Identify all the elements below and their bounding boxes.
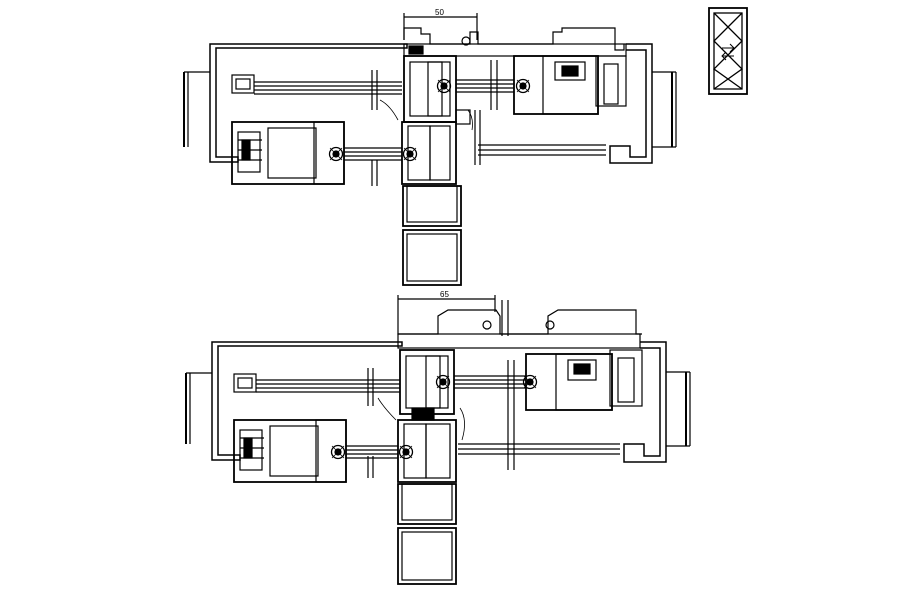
- interlock-mullion-upper: [403, 55, 457, 123]
- dimension-label-lower: 65: [440, 290, 449, 299]
- dimension-line-upper: 50: [403, 8, 478, 40]
- outer-frame-left-lower: [211, 341, 403, 461]
- dimension-label-upper: 50: [435, 8, 444, 17]
- upper-section: 50: [183, 8, 677, 286]
- lower-section: 65: [185, 290, 691, 585]
- outer-frame-left: [209, 43, 408, 163]
- dimension-line-lower: 65: [397, 290, 496, 312]
- window-elevation-icon: [708, 7, 748, 95]
